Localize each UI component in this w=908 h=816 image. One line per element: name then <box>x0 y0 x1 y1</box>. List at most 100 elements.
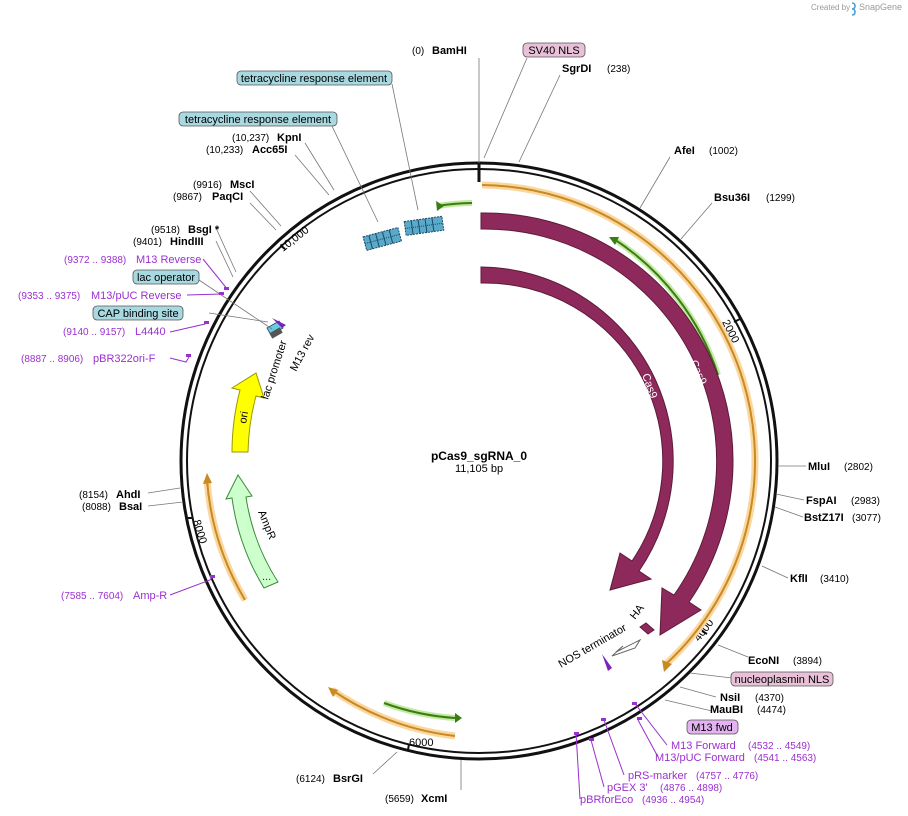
primer-m13-puc-forward: M13/pUC Forward (4541 .. 4563) <box>655 752 816 764</box>
site-xcmi: (5659) XcmI <box>385 793 447 805</box>
ha-label: HA <box>628 602 647 622</box>
svg-text:AfeI: AfeI <box>674 145 695 157</box>
svg-text:(9916): (9916) <box>193 180 222 191</box>
svg-text:(10,237): (10,237) <box>232 133 269 144</box>
tick-marks <box>188 163 741 751</box>
svg-text:(5659): (5659) <box>385 794 414 805</box>
svg-text:KflI: KflI <box>790 573 808 585</box>
svg-text:(3077): (3077) <box>852 513 881 524</box>
ampr-arrow <box>225 474 279 589</box>
ampr-ellipsis: ... <box>262 571 271 583</box>
site-ahdi: (8154) AhdI <box>79 489 140 501</box>
svg-text:MauBI: MauBI <box>710 704 743 716</box>
green-orf-arcs <box>382 200 721 723</box>
svg-text:M13 Reverse: M13 Reverse <box>136 254 201 266</box>
svg-text:XcmI: XcmI <box>421 793 447 805</box>
cas9-inner-label: Cas9 <box>639 372 659 400</box>
svg-text:(4876 .. 4898): (4876 .. 4898) <box>660 783 722 794</box>
site-bsu36i: Bsu36I (1299) <box>714 192 795 204</box>
svg-text:pRS-marker: pRS-marker <box>628 770 688 782</box>
tre-blocks <box>362 215 445 251</box>
site-bamhi: (0) BamHI <box>412 45 467 57</box>
m13fwd-box: M13 fwd <box>686 719 739 735</box>
svg-text:M13/pUC Reverse: M13/pUC Reverse <box>91 290 181 302</box>
svg-text:(2802): (2802) <box>844 462 873 473</box>
credit-brand: SnapGene <box>859 2 902 12</box>
svg-text:BstZ17I: BstZ17I <box>804 512 844 524</box>
lac-operator-box: lac operator <box>132 269 200 285</box>
site-kfli: KflI (3410) <box>790 573 849 585</box>
site-sgrdi: SgrDI (238) <box>562 63 630 75</box>
svg-text:(4532 .. 4549): (4532 .. 4549) <box>748 741 810 752</box>
primer-markers <box>186 287 642 741</box>
svg-text:(1002): (1002) <box>709 146 738 157</box>
svg-text:(1299): (1299) <box>766 193 795 204</box>
site-msci: (9916) MscI <box>193 179 254 191</box>
svg-text:BsgI *: BsgI * <box>188 224 220 236</box>
plasmid-length: 11,105 bp <box>455 463 503 475</box>
tre-box-1: tetracycline response element <box>236 70 393 86</box>
m13-rev-label: M13 rev <box>288 332 317 373</box>
svg-text:L4440: L4440 <box>135 326 166 338</box>
svg-text:(9372 .. 9388): (9372 .. 9388) <box>64 255 126 266</box>
svg-text:SV40 NLS: SV40 NLS <box>528 45 579 57</box>
tick-label-6000: 6000 <box>409 737 433 749</box>
cap-box: CAP binding site <box>92 305 184 321</box>
ha-feature <box>639 622 655 635</box>
svg-text:(9401): (9401) <box>133 237 162 248</box>
primer-prs-marker: pRS-marker (4757 .. 4776) <box>628 770 758 782</box>
lac-promoter-feature <box>266 318 286 339</box>
svg-text:(4370): (4370) <box>755 693 784 704</box>
svg-text:FspAI: FspAI <box>806 495 837 507</box>
primer-m13-puc-reverse: (9353 .. 9375) M13/pUC Reverse <box>18 290 181 302</box>
ori-label: ori <box>237 410 251 424</box>
svg-text:SgrDI: SgrDI <box>562 63 591 75</box>
site-bsgi: (9518) BsgI * <box>151 224 220 236</box>
svg-text:Acc65I: Acc65I <box>252 144 287 156</box>
cas9-inner-arrow <box>480 266 674 591</box>
svg-text:BsrGI: BsrGI <box>333 773 363 785</box>
svg-text:BamHI: BamHI <box>432 45 467 57</box>
sv40-box: SV40 NLS <box>522 42 586 58</box>
svg-text:pGEX 3': pGEX 3' <box>607 782 648 794</box>
svg-text:EcoNI: EcoNI <box>748 655 779 667</box>
svg-text:nucleoplasmin NLS: nucleoplasmin NLS <box>735 674 830 686</box>
cas9-outer-arrow <box>480 212 734 636</box>
nos-terminator-feature <box>602 638 642 671</box>
svg-text:(9140 .. 9157): (9140 .. 9157) <box>63 327 125 338</box>
svg-text:M13 Forward: M13 Forward <box>671 740 736 752</box>
svg-text:(10,233): (10,233) <box>206 145 243 156</box>
site-paqci: (9867) PaqCI <box>173 191 243 203</box>
ori-arrow <box>230 372 265 453</box>
svg-text:(3894): (3894) <box>793 656 822 667</box>
orf-arcs <box>203 181 759 740</box>
svg-text:(7585 .. 7604): (7585 .. 7604) <box>61 591 123 602</box>
svg-text:(9353 .. 9375): (9353 .. 9375) <box>18 291 80 302</box>
svg-text:M13/pUC Forward: M13/pUC Forward <box>655 752 745 764</box>
svg-text:(9518): (9518) <box>151 225 180 236</box>
svg-text:(4541 .. 4563): (4541 .. 4563) <box>754 753 816 764</box>
site-econi: EcoNI (3894) <box>748 655 822 667</box>
primer-l4440: (9140 .. 9157) L4440 <box>63 326 166 338</box>
site-acc65i: (10,233) Acc65I <box>206 144 287 156</box>
svg-text:Amp-R: Amp-R <box>133 590 167 602</box>
site-maubi: MauBI (4474) <box>710 704 786 716</box>
nucleoplasmin-box: nucleoplasmin NLS <box>730 671 834 687</box>
svg-text:(8887 .. 8906): (8887 .. 8906) <box>21 354 83 365</box>
nos-terminator-label: NOS terminator <box>557 622 629 671</box>
svg-text:pBR322ori-F: pBR322ori-F <box>93 353 156 365</box>
svg-text:(4936 .. 4954): (4936 .. 4954) <box>642 795 704 806</box>
svg-text:pBRforEco: pBRforEco <box>580 794 633 806</box>
site-afei: AfeI (1002) <box>674 145 738 157</box>
svg-text:PaqCI: PaqCI <box>212 191 243 203</box>
credit-prefix: Created by <box>811 3 850 12</box>
primer-amp-r: (7585 .. 7604) Amp-R <box>61 590 167 602</box>
primer-pbr322ori-f: (8887 .. 8906) pBR322ori-F <box>21 353 156 365</box>
svg-text:Bsu36I: Bsu36I <box>714 192 750 204</box>
tre-box-2: tetracycline response element <box>178 111 338 127</box>
primer-pgex-3: pGEX 3' (4876 .. 4898) <box>607 782 722 794</box>
svg-text:tetracycline response element: tetracycline response element <box>241 73 387 85</box>
site-nsii: NsiI (4370) <box>720 692 784 704</box>
site-bstz17i: BstZ17I (3077) <box>804 512 881 524</box>
